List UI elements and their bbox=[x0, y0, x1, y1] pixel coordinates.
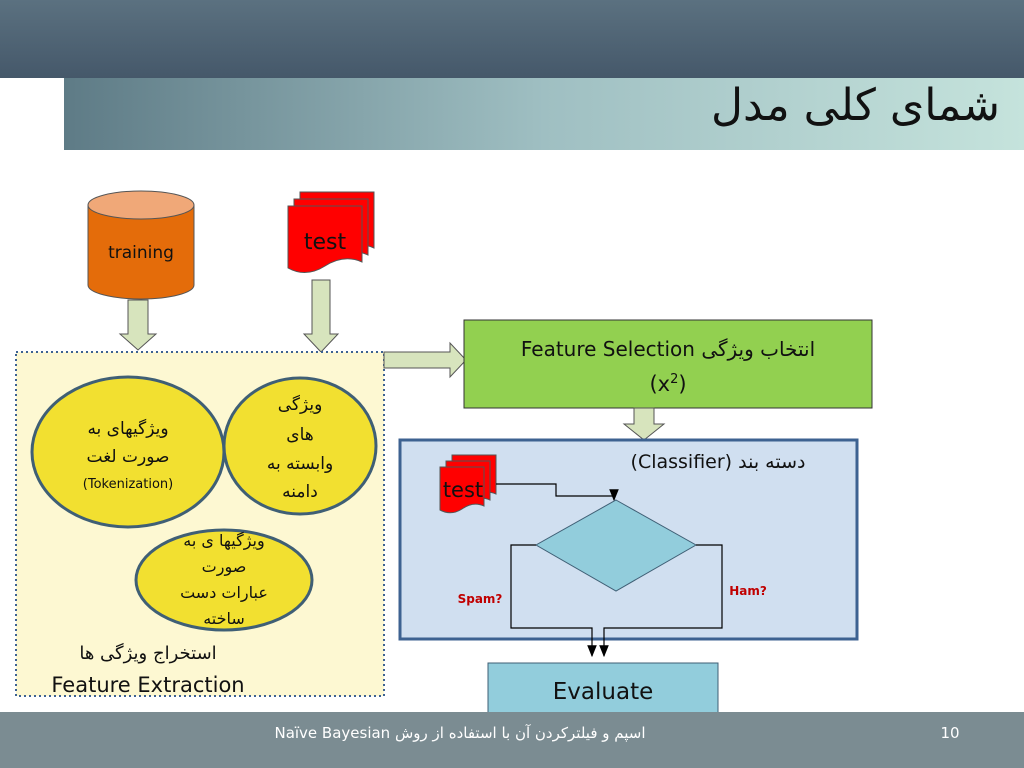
selection-to-classifier-arrow bbox=[622, 407, 666, 441]
training-label: training bbox=[108, 243, 174, 263]
slide-number: 10 bbox=[940, 724, 960, 742]
tokenization-line-2: صورت لغت bbox=[87, 447, 170, 467]
phrase-features-circle: ویژگیها ی به صورت عبارات دست ساخته bbox=[134, 528, 314, 632]
feature-selection-box: Feature Selection انتخاب ویژگی (x2) bbox=[463, 319, 873, 409]
evaluate-label: Evaluate bbox=[553, 679, 653, 705]
tokenization-line-3: (Tokenization) bbox=[83, 477, 173, 492]
extraction-english-label: Feature Extraction bbox=[51, 673, 244, 697]
phrase-line-4: ساخته bbox=[203, 609, 245, 628]
training-database-cylinder: training bbox=[87, 190, 195, 300]
test-label: test bbox=[304, 230, 347, 255]
phrase-line-2: صورت bbox=[202, 557, 247, 577]
classifier-test-documents: test bbox=[439, 454, 497, 514]
spam-label: Spam? bbox=[458, 592, 503, 606]
feature-selection-line-1: Feature Selection انتخاب ویژگی bbox=[521, 337, 815, 361]
test-documents-stack: test bbox=[287, 191, 375, 273]
spam-branch-connector bbox=[510, 544, 597, 658]
classifier-label: دسته بند (Classifier) bbox=[631, 451, 806, 473]
domain-line-2: های bbox=[286, 425, 313, 445]
tokenization-line-1: ویژگیهای به bbox=[87, 418, 168, 439]
phrase-line-1: ویژگیها ی به bbox=[183, 531, 264, 551]
domain-line-1: ویژگی bbox=[278, 394, 323, 415]
domain-line-3: وابسته به bbox=[267, 454, 333, 474]
training-down-arrow bbox=[118, 299, 158, 351]
ham-branch-connector bbox=[599, 544, 723, 658]
top-header-bar bbox=[0, 0, 1024, 78]
domain-line-4: دامنه bbox=[282, 482, 318, 502]
feature-selection-line-2: (x2) bbox=[649, 372, 686, 396]
footer-bar bbox=[0, 712, 1024, 768]
extraction-persian-label: استخراج ویژگی ها bbox=[79, 642, 216, 664]
classify-decision-diamond bbox=[534, 499, 698, 592]
phrase-line-3: عبارات دست bbox=[180, 583, 268, 603]
footer-text: اسپم و فیلترکردن آن با استفاده از روش Na… bbox=[274, 724, 646, 742]
model-diagram: training test ویژگیهای به صورت لغت (Toke… bbox=[15, 190, 873, 712]
classifier-test-label: test bbox=[443, 478, 483, 502]
tokenization-circle: ویژگیهای به صورت لغت (Tokenization) bbox=[30, 375, 226, 529]
test-down-arrow bbox=[302, 279, 340, 353]
title-band bbox=[64, 78, 1024, 150]
domain-features-circle: ویژگی های وابسته به دامنه bbox=[222, 376, 378, 516]
slide-title: شمای کلی مدل bbox=[711, 80, 1000, 131]
extraction-to-selection-arrow bbox=[383, 341, 467, 379]
evaluate-box: Evaluate bbox=[487, 662, 719, 712]
ham-label: Ham? bbox=[729, 584, 767, 598]
